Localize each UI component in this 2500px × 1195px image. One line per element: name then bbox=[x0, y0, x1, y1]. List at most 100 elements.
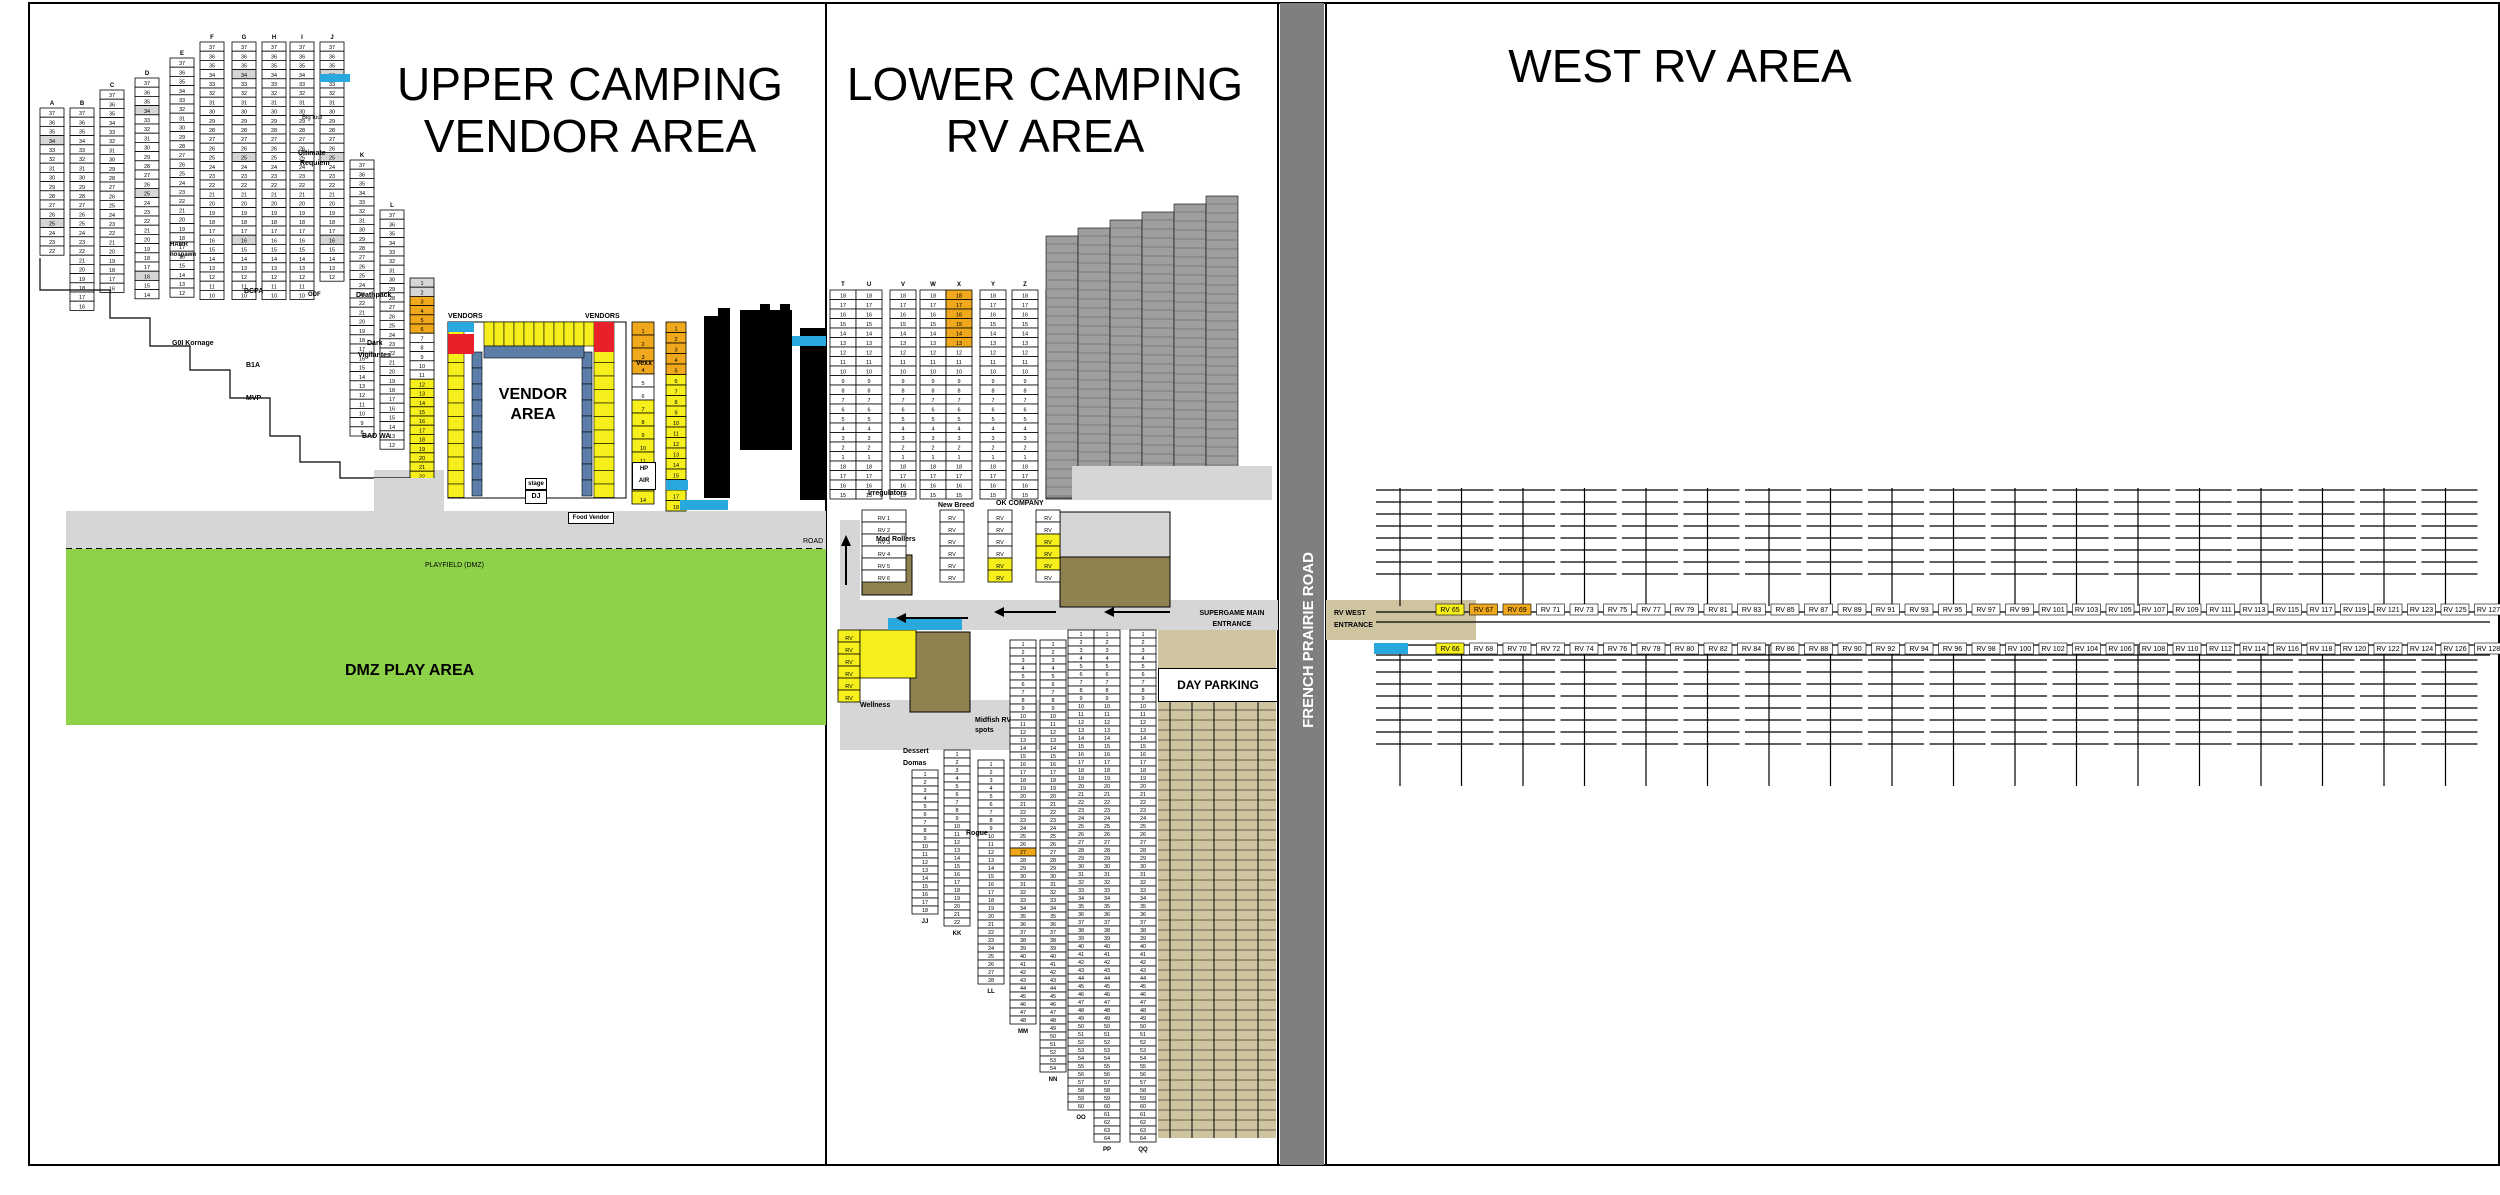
vendor-area-label: VENDOR AREA bbox=[488, 385, 578, 425]
rv-top-slot bbox=[1469, 603, 1498, 616]
upper-col-6-num: 37 bbox=[241, 45, 247, 51]
irregulators-label: Irregulators bbox=[868, 490, 907, 497]
bottom-col-7-num: 38 bbox=[1140, 928, 1146, 934]
upper-col-0-num: 22 bbox=[49, 249, 55, 255]
bottom-col-6-num: 45 bbox=[1104, 984, 1110, 990]
bottom-col-7-num: 39 bbox=[1140, 936, 1146, 942]
upper-col-7-num: 37 bbox=[271, 45, 277, 51]
upper-col-2-num: 24 bbox=[109, 213, 115, 219]
bottom-col-1-num: 10 bbox=[954, 824, 960, 830]
upper-col-4-num: 18 bbox=[179, 236, 185, 242]
bottom-col-3-num: 19 bbox=[1020, 786, 1026, 792]
bottom-col-5-num: 16 bbox=[1078, 752, 1084, 758]
bottom-col-5-num: 23 bbox=[1078, 808, 1084, 814]
vendor-steel-left bbox=[471, 383, 483, 401]
bottom-col-7-num: 60 bbox=[1140, 1104, 1146, 1110]
upper-col-11-num: 32 bbox=[389, 259, 395, 265]
upper-row-letter: I bbox=[301, 35, 303, 41]
upper-col-5-num: 13 bbox=[209, 266, 215, 272]
upper-col-9-num: 23 bbox=[329, 174, 335, 180]
bottom-col-4-num: 29 bbox=[1050, 866, 1056, 872]
bottom-col-1-num: 7 bbox=[955, 800, 958, 806]
upper-col-10-num: 19 bbox=[359, 329, 365, 335]
rv-top-slot bbox=[2373, 603, 2403, 616]
lower-col-0-num: 18 bbox=[840, 465, 846, 471]
black-block-1 bbox=[704, 316, 730, 498]
rv-bottom-slot bbox=[2206, 642, 2235, 655]
upper-col-3-num: 30 bbox=[144, 146, 150, 152]
rv-bottom-slot bbox=[1603, 642, 1632, 655]
lower-col-6-num: 6 bbox=[1023, 408, 1026, 414]
bottom-col-5-num: 33 bbox=[1078, 888, 1084, 894]
upper-col-11-num: 30 bbox=[389, 278, 395, 284]
upper-col-4-num: 13 bbox=[179, 282, 185, 288]
upper-col-0-num: 35 bbox=[49, 130, 55, 136]
bottom-col-1-num: 1 bbox=[955, 752, 958, 758]
upper-col-1-cell bbox=[69, 300, 95, 311]
upper-col-5-num: 17 bbox=[209, 229, 215, 235]
bottom-col-0-num: 9 bbox=[923, 836, 926, 842]
bottom-col-5-num: 31 bbox=[1078, 872, 1084, 878]
upper-col-5-num: 10 bbox=[209, 294, 215, 300]
lower-col-5-num: 7 bbox=[991, 398, 994, 404]
lower-col-1-num: 13 bbox=[866, 341, 872, 347]
odf-label: ODF bbox=[308, 292, 321, 298]
lower-col-5-num: 13 bbox=[990, 341, 996, 347]
bottom-col-6-num: 16 bbox=[1104, 752, 1110, 758]
bottom-col-1-num: 18 bbox=[954, 888, 960, 894]
bottom-col-7-num: 11 bbox=[1140, 712, 1146, 718]
upper-col-2-num: 18 bbox=[109, 268, 115, 274]
ok-company-label: OK COMPANY bbox=[996, 500, 1044, 507]
bottom-col-5-num: 44 bbox=[1078, 976, 1084, 982]
bottom-col-2-num: 27 bbox=[988, 970, 994, 976]
lower-row-letter: X bbox=[957, 282, 961, 288]
upper-row-letter: K bbox=[360, 153, 365, 159]
upper-col-2-num: 26 bbox=[109, 194, 115, 200]
rv-bottom-label: RV 124 bbox=[2410, 646, 2433, 653]
food-vendor-label: Food Vendor bbox=[568, 512, 614, 524]
bottom-col-3-num: 26 bbox=[1020, 842, 1026, 848]
bottom-col-3-num: 5 bbox=[1021, 674, 1024, 680]
upper-col-11-num: 33 bbox=[389, 250, 395, 256]
lower-col-2-num: 2 bbox=[901, 446, 904, 452]
bottom-col-5-num: 42 bbox=[1078, 960, 1084, 966]
upper-col-m-num: 15 bbox=[419, 410, 425, 416]
upper-col-6-num: 31 bbox=[241, 100, 247, 106]
lower-col-2-num: 4 bbox=[901, 427, 904, 433]
bottom-col-5-num: 18 bbox=[1078, 768, 1084, 774]
upper-col-11-num: 19 bbox=[389, 379, 395, 385]
rv-bottom-slot bbox=[2072, 642, 2101, 655]
lower-rv-block-d-num: RV bbox=[1044, 516, 1052, 522]
rv-bottom-slot bbox=[1938, 642, 1967, 655]
upper-col-11-num: 21 bbox=[389, 360, 395, 366]
rv-top-slot bbox=[2105, 603, 2135, 616]
upper-col-1-num: 16 bbox=[79, 304, 85, 310]
lower-col-3-num: 17 bbox=[930, 474, 936, 480]
bottom-col-3-num: 31 bbox=[1020, 882, 1026, 888]
rv-bottom-label: RV 96 bbox=[1943, 646, 1962, 653]
upper-col-4-num: 12 bbox=[179, 291, 185, 297]
bottom-col-4-num: 13 bbox=[1050, 738, 1056, 744]
bottom-col-1-num: 5 bbox=[955, 784, 958, 790]
bottom-col-2-num: 26 bbox=[988, 962, 994, 968]
lower-col-6-num: 15 bbox=[1022, 322, 1028, 328]
black-post-3 bbox=[780, 304, 790, 316]
bottom-col-6-num: 18 bbox=[1104, 768, 1110, 774]
rv-bottom-label: RV 76 bbox=[1608, 646, 1627, 653]
lower-col-5-num: 15 bbox=[990, 322, 996, 328]
bottom-row-letter: OO bbox=[1076, 1115, 1086, 1121]
rv-top-label: RV 73 bbox=[1574, 607, 1593, 614]
rv-top-slot bbox=[1770, 603, 1800, 616]
bottom-col-4-num: 35 bbox=[1050, 914, 1056, 920]
main-entrance-label: SUPERGAME MAIN ENTRANCE bbox=[1182, 608, 1282, 630]
lower-col-5-num: 8 bbox=[991, 389, 994, 395]
upper-col-6-num: 34 bbox=[241, 73, 247, 79]
bottom-col-2-num: 15 bbox=[988, 874, 994, 880]
bottom-col-3-num: 42 bbox=[1020, 970, 1026, 976]
upper-col-7-num: 32 bbox=[271, 91, 277, 97]
upper-col-5-num: 21 bbox=[209, 192, 215, 198]
upper-col-5-num: 29 bbox=[209, 119, 215, 125]
upper-col-3-num: 27 bbox=[144, 173, 150, 179]
bottom-col-3-num: 37 bbox=[1020, 930, 1026, 936]
lower-col-2-num: 6 bbox=[901, 408, 904, 414]
